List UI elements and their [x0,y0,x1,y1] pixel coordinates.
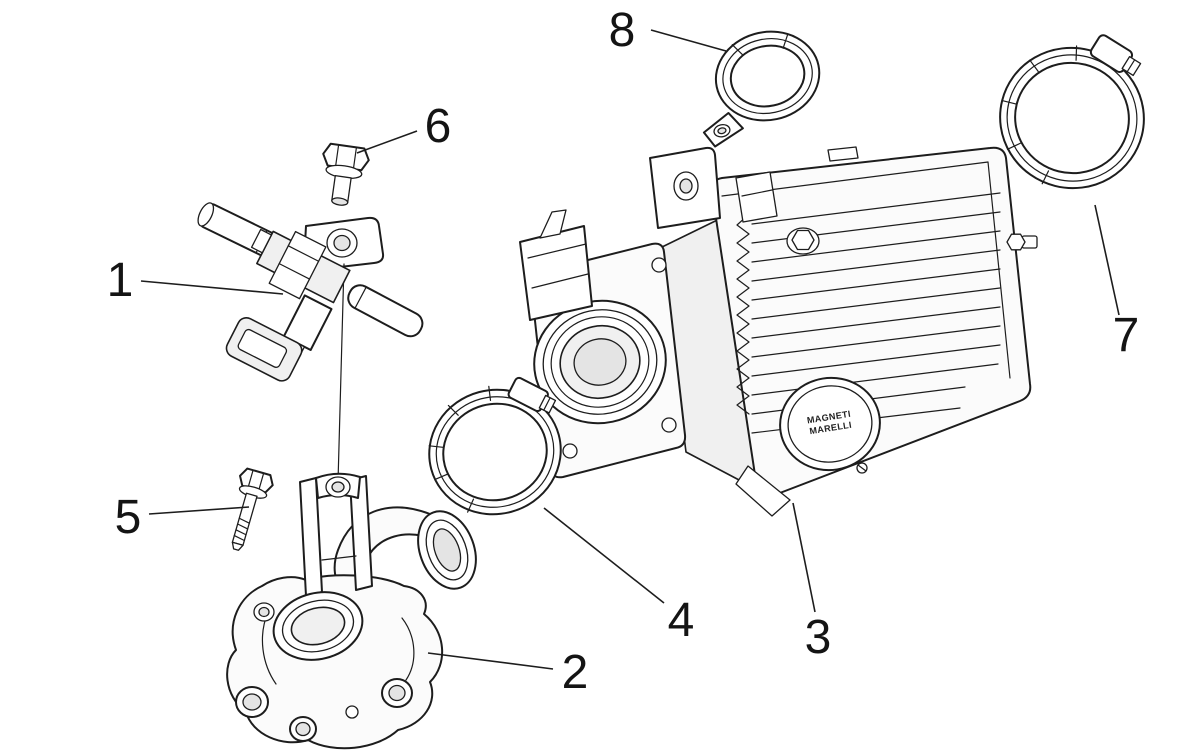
leader-line-5 [148,506,250,515]
connector-tab [539,209,567,239]
clamp7-worm-screw [1089,34,1142,77]
manifold-port [272,591,364,661]
callout-number-8: 8 [609,4,636,57]
injector-connector [225,317,303,382]
body-hex-bolt-right [1006,233,1038,251]
leader-line-2 [427,652,554,670]
clamp7-band-inner [1014,61,1130,175]
clamp4-band-slots [428,385,492,513]
throttle-bore [533,299,667,425]
callout-number-2: 2 [562,646,589,699]
port-opening [290,606,346,646]
flange-hole [661,417,677,433]
callout-number-1: 1 [107,254,134,307]
part-throttle-body-unit: MAGNETI MARELLI [519,146,1038,517]
clamp7-band-slots [1001,45,1078,185]
leader-line-7 [1094,204,1120,316]
tps-connector [519,209,593,321]
part-hose-clamp-lower [428,376,562,516]
callout-number-4: 4 [668,594,695,647]
leader-lines [140,29,1120,670]
ear-hole [242,693,262,711]
bolt5-tip [231,541,244,551]
leader-line-1 [140,280,284,295]
part-manifold-bolt [231,467,274,551]
ecu-cover-inset-edge [721,161,1011,379]
fuel-pipe-right [347,284,424,338]
bore-opening [573,338,627,386]
leader-line-6 [356,130,418,154]
callout-number-3: 3 [805,611,832,664]
bolt5-shaft [231,492,258,546]
part-injector-bracket-bolt [322,142,370,206]
cover-bottom-tab [735,465,791,517]
callout-number-7: 7 [1113,309,1140,362]
leader-line-3 [792,502,816,613]
manifold-ear-holes [235,602,413,742]
cover-top-tab [827,146,859,162]
injector-clip [268,230,327,300]
fin-serrated-edge [736,215,750,415]
assembly-axis-line [337,263,345,483]
clamp4-band-inner [442,402,548,502]
bracket-hole [331,481,345,493]
clamp8-band-inner [729,44,806,108]
leader-line-8 [650,29,727,52]
part-fuel-injector [197,202,424,382]
part-hose-clamp-upper [999,34,1145,190]
ear-hole [295,721,311,737]
part-intake-manifold [226,472,477,750]
elbow-opening [417,510,477,590]
pipe-end-cap [197,202,215,227]
second-mount-tab [735,171,778,223]
flange-hole [651,257,667,273]
callout-number-6: 6 [425,100,452,153]
body-hex-bolt-left [786,227,820,255]
ear-hole [388,684,406,702]
callout-number-5: 5 [115,491,142,544]
ecu-brand-disc: MAGNETI MARELLI [779,376,881,472]
injector-body [250,228,351,304]
clamp4-worm-screw [507,376,557,414]
part-cable-clamp [702,30,821,148]
bolt6-head [322,142,370,172]
flange-hole [562,443,578,459]
top-mount-tower [649,146,721,229]
retainer-hole [333,234,351,252]
callout-numbers: 1 2 3 4 5 6 7 8 [107,4,1140,699]
leader-line-4 [543,507,665,604]
ear-hole [258,606,270,618]
